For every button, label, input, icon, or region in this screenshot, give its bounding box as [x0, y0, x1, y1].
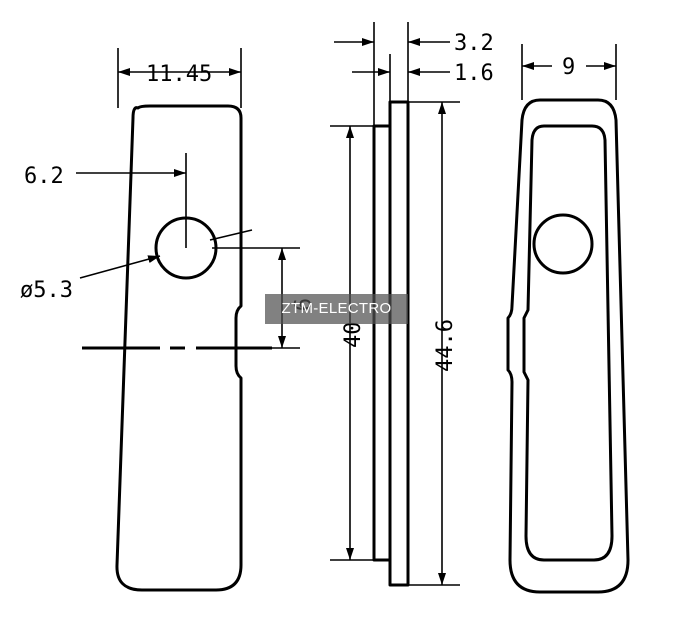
- width-back-label: 9: [562, 55, 575, 80]
- watermark-text: ZTM-ELECTRO: [281, 300, 392, 317]
- watermark-box: [265, 294, 408, 324]
- length-inner-label: 40: [341, 322, 366, 349]
- length-total-label: 44.6: [433, 319, 458, 372]
- side-plate-total: [388, 100, 410, 587]
- back-mounting-hole: [532, 213, 594, 275]
- back-inner-outline: [522, 124, 614, 562]
- front-outline: [115, 104, 243, 592]
- hole-diameter-leader: [79, 255, 161, 279]
- side-plate-inner: [372, 124, 392, 562]
- thickness-total-label: 3.2: [454, 31, 494, 56]
- back-view: 9: [506, 44, 630, 594]
- width-front-label: 11.45: [146, 62, 212, 87]
- hole-offset-label: 6.2: [24, 164, 64, 189]
- side-view: 3.2 1.6 40 44.6: [330, 22, 494, 587]
- thickness-plate-label: 1.6: [454, 61, 494, 86]
- back-outline: [506, 98, 630, 594]
- hole-diameter-label: ø5.3: [20, 278, 73, 303]
